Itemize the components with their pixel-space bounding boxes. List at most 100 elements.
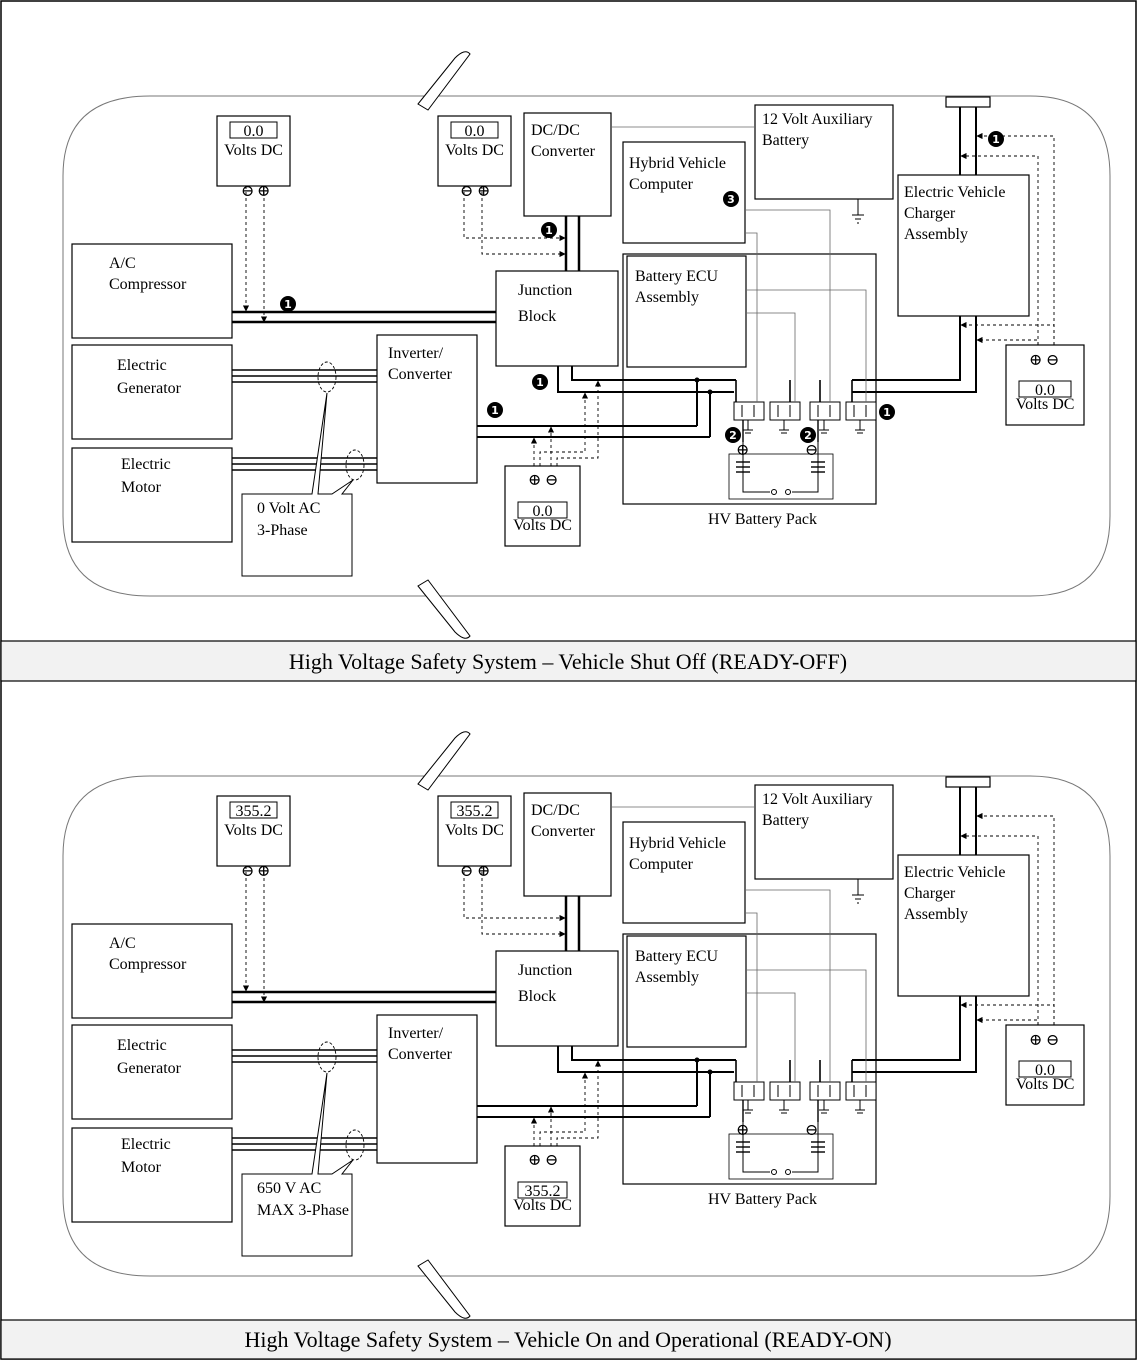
generator-box (71, 344, 233, 440)
meter-inverter-unit: Volts DC (513, 1197, 572, 1214)
aux-battery-box (754, 784, 894, 880)
probe-inv-j1 (539, 1072, 589, 1146)
motor-label-line-2: Motor (121, 1159, 162, 1176)
car-outline (62, 775, 1111, 1277)
generator-label-line-2: Generator (117, 380, 182, 397)
dcdc-converter-box (523, 792, 612, 897)
motor-label-line-2: Motor (121, 479, 162, 496)
phase-callout-box (241, 392, 354, 577)
meter-dcdc-display (450, 801, 499, 819)
relay-2 (769, 401, 801, 421)
meter-dcdc-display (450, 121, 499, 139)
ac-compressor-box (71, 923, 233, 1019)
hv-wire-junction (571, 366, 736, 381)
generator-box (71, 1024, 233, 1120)
meter-ac-unit: Volts DC (224, 822, 283, 839)
meter-dcdc-reading: 355.2 (457, 803, 493, 820)
probe-charger-neg2 (976, 1016, 1039, 1025)
control-wire (745, 969, 867, 1082)
inverter-label-line-2: Converter (388, 366, 453, 383)
marker-one-junction (532, 374, 548, 390)
mirror-top (417, 51, 471, 111)
phase-callout-line-2: 3-Phase (257, 522, 308, 539)
meter-dcdc-minus: ⊖ (460, 183, 473, 200)
meter-charger-unit: Volts DC (1016, 396, 1075, 413)
phase-callout-box (241, 1072, 354, 1257)
hv-wire-junction (571, 1046, 736, 1061)
meter-ac-display (229, 801, 278, 819)
probe-charger-neg2 (976, 336, 1039, 345)
marker-one-relay (879, 404, 895, 420)
junction-block-label-line-1: Junction (518, 282, 572, 299)
dcdc-label-line-2: Converter (531, 143, 596, 160)
meter-charger-display (1018, 380, 1072, 398)
meter-dcdc-plus: ⊕ (477, 183, 490, 200)
phase-callout-line-1: 0 Volt AC (257, 500, 320, 517)
dcdc-label-line-1: DC/DC (531, 802, 580, 819)
marker-one-dcdc-label: 1 (545, 224, 553, 237)
charger-label-line-1: Electric Vehicle (904, 864, 1005, 881)
motor-label-line-1: Electric (121, 1136, 171, 1153)
probe-inv-j1 (539, 392, 589, 466)
hybrid-computer-label-line-2: Computer (629, 176, 694, 193)
battery-wire (742, 442, 770, 493)
probe-charger-neg (960, 152, 1039, 345)
hv-wire-charger (852, 316, 961, 381)
battery-ecu-label-line-2: Assembly (635, 289, 699, 306)
meter-ac-reading: 355.2 (236, 803, 272, 820)
marker-three-hvc-label: 3 (727, 193, 735, 206)
control-wire (745, 209, 831, 402)
meter-inverter-reading: 0.0 (533, 503, 553, 520)
ac-compressor-label-line-1: A/C (109, 255, 136, 272)
hybrid-computer-label-line-1: Hybrid Vehicle (629, 155, 726, 172)
inverter-label-line-1: Inverter/ (388, 1025, 444, 1042)
caption-bar-off (0, 640, 1137, 682)
caption-bar-on (0, 1319, 1137, 1360)
inverter-label-line-1: Inverter/ (388, 345, 444, 362)
relay-3 (809, 401, 841, 421)
probe-dcdc-pos (481, 186, 566, 258)
meter-inverter-plus: ⊕ (528, 472, 541, 489)
relay-2 (769, 1081, 801, 1101)
meter-charger-plus: ⊕ (1029, 1032, 1042, 1049)
meter-charger-unit: Volts DC (1016, 1076, 1075, 1093)
meter-inverter-display (517, 1181, 568, 1199)
inverter-box (376, 1014, 478, 1164)
marker-one-ac-label: 1 (284, 298, 292, 311)
service-plug (785, 1169, 791, 1175)
control-wire (745, 289, 867, 402)
marker-one-dcdc (541, 222, 557, 238)
junction-block-label-line-2: Block (518, 988, 556, 1005)
hybrid-computer-box (622, 821, 746, 924)
meter-inverter-display (517, 501, 568, 519)
battery-wire (792, 442, 819, 493)
marker-one-charger-label: 1 (992, 133, 1000, 146)
battery-ecu-label-line-1: Battery ECU (635, 268, 719, 285)
ac-compressor-label-line-1: A/C (109, 935, 136, 952)
meter-charger-display (1018, 1060, 1072, 1078)
meter-inverter-plus: ⊕ (528, 1152, 541, 1169)
hybrid-computer-box (622, 141, 746, 244)
probe-inv-j2 (556, 1060, 602, 1146)
charge-inlet-cap (945, 776, 991, 788)
meter-charger-reading: 0.0 (1035, 1062, 1055, 1079)
meter-charger-minus: ⊖ (1046, 1032, 1059, 1049)
meter-charger-plus: ⊕ (1029, 352, 1042, 369)
marker-two-right-label: 2 (804, 429, 812, 442)
marker-three-hvc (723, 191, 739, 207)
relay-3 (809, 1081, 841, 1101)
marker-one-ac (280, 296, 296, 312)
marker-two-right (800, 427, 816, 443)
motor-box (71, 1127, 233, 1223)
pack-plus: ⊕ (736, 442, 749, 459)
marker-one-junction-label: 1 (536, 376, 544, 389)
battery-ecu-box (626, 935, 747, 1048)
aux-battery-label-line-2: Battery (762, 812, 809, 829)
marker-two-left-label: 2 (729, 429, 737, 442)
mirror-bottom (417, 579, 471, 639)
ac-compressor-label-line-2: Compressor (109, 276, 187, 293)
ac-compressor-box (71, 243, 233, 339)
